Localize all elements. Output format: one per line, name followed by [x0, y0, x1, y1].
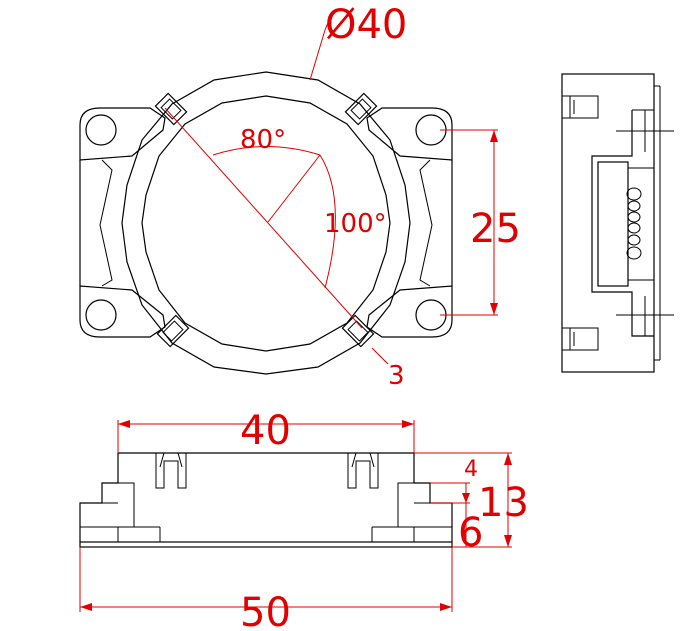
diameter-leader-tip	[324, 17, 331, 31]
clip-tab-top-right	[344, 92, 378, 126]
outer-ring	[121, 71, 411, 375]
clip-tab-top-left	[154, 92, 188, 126]
base-height-label: 6	[458, 510, 483, 556]
diagonal-line	[164, 107, 363, 329]
diameter-label: Ø40	[325, 2, 407, 48]
flange-outline-right-bottom	[366, 285, 453, 338]
diameter-leader	[309, 29, 326, 81]
flange-right-rib	[419, 159, 433, 287]
mount-hole-bottom-left	[85, 299, 117, 331]
flange-left-rib	[99, 159, 113, 287]
step-height-label: 4	[464, 457, 478, 482]
front-view: 40 4 13 6 50	[79, 408, 529, 631]
side-clip-top	[562, 95, 599, 119]
angle-100-label: 100°	[324, 209, 387, 239]
base-plate	[79, 541, 453, 548]
side-inner-body	[591, 110, 654, 337]
top-width-label: 40	[240, 408, 291, 454]
inner-ring	[141, 95, 391, 352]
flange-outline	[79, 107, 166, 161]
angle-80-ray	[267, 154, 321, 223]
front-outline	[79, 452, 453, 542]
side-view	[561, 73, 674, 373]
tab-size-label: 3	[388, 361, 405, 391]
top-view: Ø40 80° 100° 3 25	[79, 2, 521, 391]
side-body	[561, 73, 655, 373]
base-width-label: 50	[240, 590, 291, 631]
total-height-label: 13	[478, 480, 529, 526]
side-clip-bottom	[562, 327, 599, 351]
hole-spacing-arrow-bottom	[490, 303, 498, 315]
mount-hole-top-left	[85, 114, 117, 146]
top-view-dimensions	[164, 17, 498, 365]
tab-leader	[371, 347, 389, 365]
spring-coil-1	[626, 187, 642, 201]
side-window	[597, 161, 629, 287]
hole-spacing-label: 25	[470, 206, 521, 252]
hole-spacing-arrow-top	[490, 130, 498, 142]
front-view-dimensions	[79, 420, 512, 612]
angle-80-label: 80°	[240, 125, 286, 155]
flange-outline-left-bottom	[79, 285, 166, 338]
clip-tab-bottom-right	[341, 314, 375, 348]
front-clip-right	[347, 453, 379, 489]
front-clip-left	[155, 453, 187, 489]
clip-tab-bottom-left	[156, 314, 190, 348]
flange-outline-right	[366, 107, 453, 161]
angle-80-arc	[212, 146, 321, 156]
angle-100-arc	[319, 154, 336, 289]
